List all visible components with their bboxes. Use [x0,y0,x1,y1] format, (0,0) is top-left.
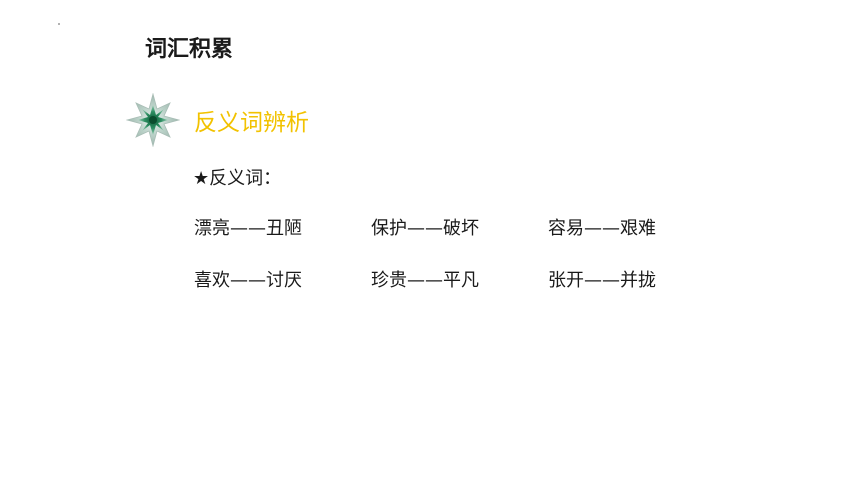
decorative-dot [58,23,60,25]
word-row: 漂亮——丑陋 保护——破坏 容易——艰难 [194,214,754,244]
word-row: 喜欢——讨厌 珍贵——平凡 张开——并拢 [194,266,754,296]
subheading: ★反义词： [193,168,282,189]
star-burst-icon [125,92,181,148]
antonym-pair: 张开——并拢 [548,270,656,291]
antonym-pair: 喜欢——讨厌 [194,270,302,291]
page-title: 词汇积累 [145,37,234,62]
antonym-pair: 漂亮——丑陋 [194,218,302,239]
antonym-pair: 容易——艰难 [548,218,656,239]
antonym-pair: 珍贵——平凡 [371,270,479,291]
section-title: 反义词辨析 [194,110,309,136]
antonym-pair: 保护——破坏 [371,218,479,239]
